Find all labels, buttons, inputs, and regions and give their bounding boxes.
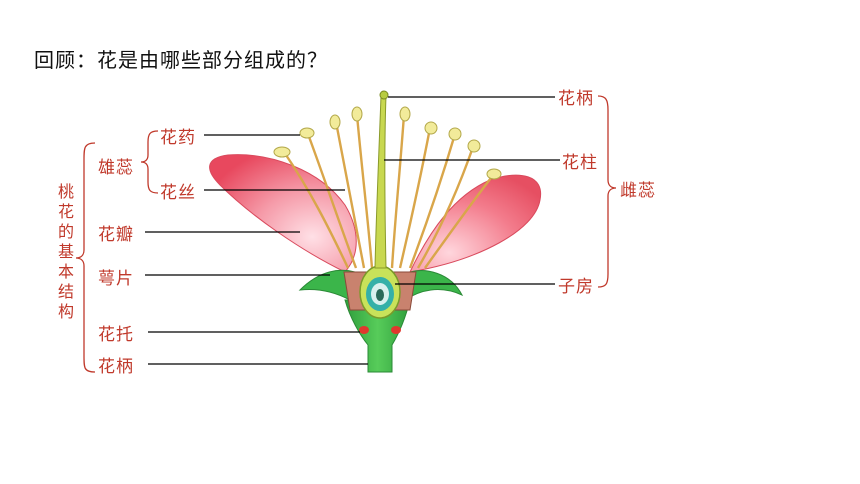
- label-stigma: 花柄: [558, 89, 594, 109]
- root-label-vertical: 桃花的基本结构: [57, 182, 74, 321]
- style: [374, 95, 387, 269]
- leader-lines-right: [384, 96, 560, 285]
- label-style: 花柱: [562, 153, 598, 173]
- anthers: [273, 106, 502, 180]
- slide-question: 回顾：花是由哪些部分组成的？: [34, 48, 328, 72]
- right-petal: [409, 174, 542, 273]
- label-anther: 花药: [160, 128, 196, 148]
- label-petal: 花瓣: [98, 225, 134, 245]
- left-petal: [209, 154, 357, 273]
- leader-lines-left: [145, 134, 368, 365]
- label-filament: 花丝: [160, 183, 196, 203]
- filaments: [283, 114, 495, 269]
- label-sepal: 萼片: [98, 269, 134, 289]
- label-stamen: 雄蕊: [98, 158, 134, 178]
- brackets: [75, 95, 617, 373]
- stigma: [379, 90, 389, 100]
- label-ovary: 子房: [558, 277, 594, 297]
- receptacle-stem: [344, 299, 411, 373]
- label-pistil: 雌蕊: [620, 181, 656, 201]
- label-pedicel: 花柄: [98, 357, 134, 377]
- label-receptacle: 花托: [98, 325, 134, 345]
